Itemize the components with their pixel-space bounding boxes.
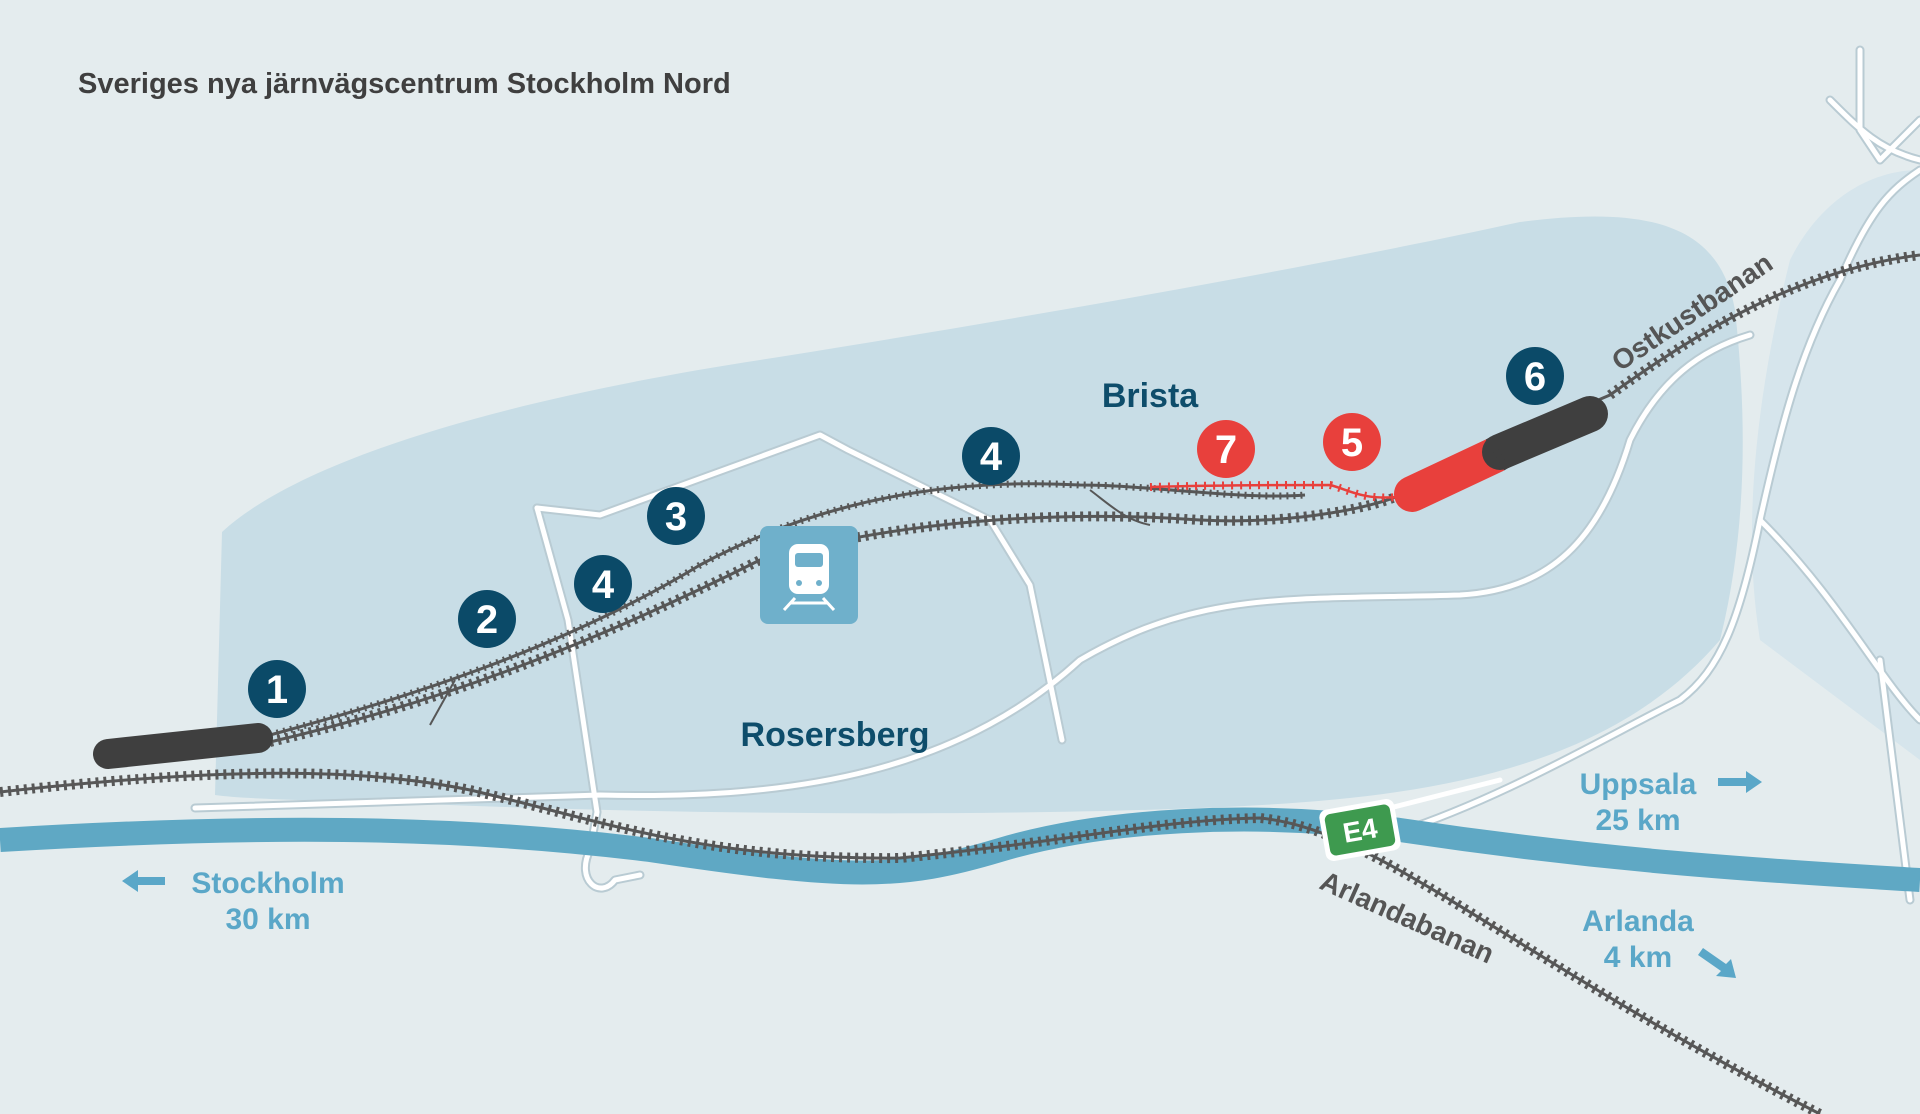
railways — [0, 250, 1920, 1114]
svg-text:1: 1 — [266, 668, 288, 712]
svg-text:4: 4 — [980, 435, 1003, 479]
svg-text:5: 5 — [1341, 421, 1363, 465]
svg-text:4: 4 — [592, 563, 615, 607]
marker-1[interactable]: 1 — [248, 660, 306, 718]
svg-text:3: 3 — [665, 495, 687, 539]
destination-stockholm: Stockholm 30 km — [122, 867, 345, 936]
e4-label: E4 — [1341, 812, 1381, 849]
marker-4-west[interactable]: 4 — [574, 555, 632, 613]
arrow-down-right-icon — [1698, 948, 1736, 978]
svg-text:2: 2 — [476, 598, 498, 642]
track-bar-west — [93, 723, 273, 769]
train-station-icon[interactable] — [760, 526, 858, 624]
track-bar-east-new — [1394, 437, 1513, 512]
destination-arlanda-name: Arlanda — [1582, 905, 1694, 938]
marker-4-east[interactable]: 4 — [962, 427, 1020, 485]
e4-road-shield: E4 — [1319, 799, 1401, 861]
marker-6[interactable]: 6 — [1506, 347, 1564, 405]
area-right — [1751, 170, 1920, 760]
marker-5[interactable]: 5 — [1323, 413, 1381, 471]
destination-stockholm-distance: 30 km — [225, 903, 310, 936]
destination-arlanda-distance: 4 km — [1604, 941, 1672, 974]
arrow-right-icon — [1718, 771, 1762, 793]
map-title: Sveriges nya järnvägscentrum Stockholm N… — [78, 68, 731, 100]
destination-uppsala-name: Uppsala — [1580, 768, 1697, 801]
marker-7[interactable]: 7 — [1197, 420, 1255, 478]
destination-uppsala: Uppsala 25 km — [1580, 768, 1762, 837]
destination-arlanda: Arlanda 4 km — [1582, 905, 1736, 978]
destination-uppsala-distance: 25 km — [1595, 804, 1680, 837]
place-label-brista: Brista — [1102, 377, 1199, 415]
markers: 1 2 3 4 4 5 6 7 — [248, 347, 1564, 718]
svg-text:6: 6 — [1524, 355, 1546, 399]
roads — [190, 45, 1920, 905]
svg-text:7: 7 — [1215, 428, 1237, 472]
destination-stockholm-name: Stockholm — [191, 867, 344, 900]
track-bar-east-existing — [1482, 396, 1608, 470]
marker-2[interactable]: 2 — [458, 590, 516, 648]
marker-3[interactable]: 3 — [647, 487, 705, 545]
arrow-left-icon — [122, 870, 165, 892]
place-label-rosersberg: Rosersberg — [741, 716, 930, 754]
